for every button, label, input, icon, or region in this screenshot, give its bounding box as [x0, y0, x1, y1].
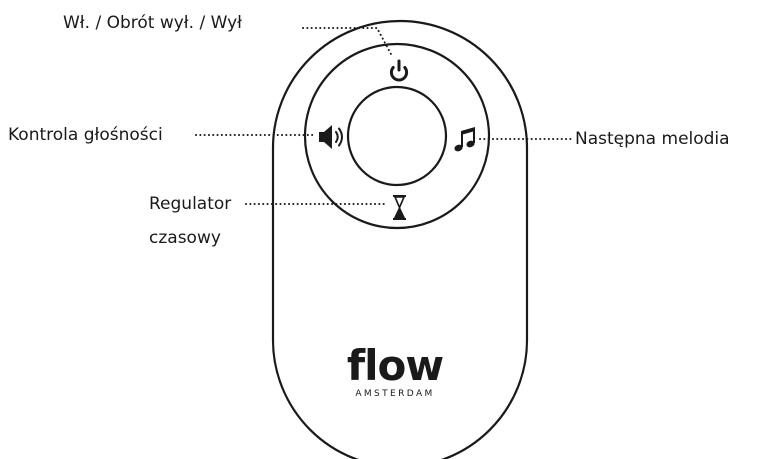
hourglass-icon[interactable]	[393, 195, 406, 220]
control-ring-outer	[303, 42, 491, 230]
brand-logo: flow AMSTERDAM	[330, 344, 460, 400]
brand-name: flow	[346, 341, 444, 390]
remote-body-outline	[271, 19, 529, 459]
music-note-icon[interactable]	[453, 127, 475, 152]
label-volume: Kontrola głośności	[8, 125, 163, 145]
brand-subtitle: AMSTERDAM	[355, 389, 435, 399]
label-power: Wł. / Obrót wył. / Wył	[63, 13, 242, 33]
power-icon[interactable]	[389, 59, 409, 82]
speaker-icon[interactable]	[319, 125, 343, 149]
label-timer-line2: czasowy	[149, 228, 221, 248]
center-button[interactable]	[346, 85, 448, 187]
leader-power	[302, 27, 393, 57]
label-timer-line1: Regulator	[149, 194, 232, 214]
label-next-melody: Następna melodia	[575, 129, 730, 149]
